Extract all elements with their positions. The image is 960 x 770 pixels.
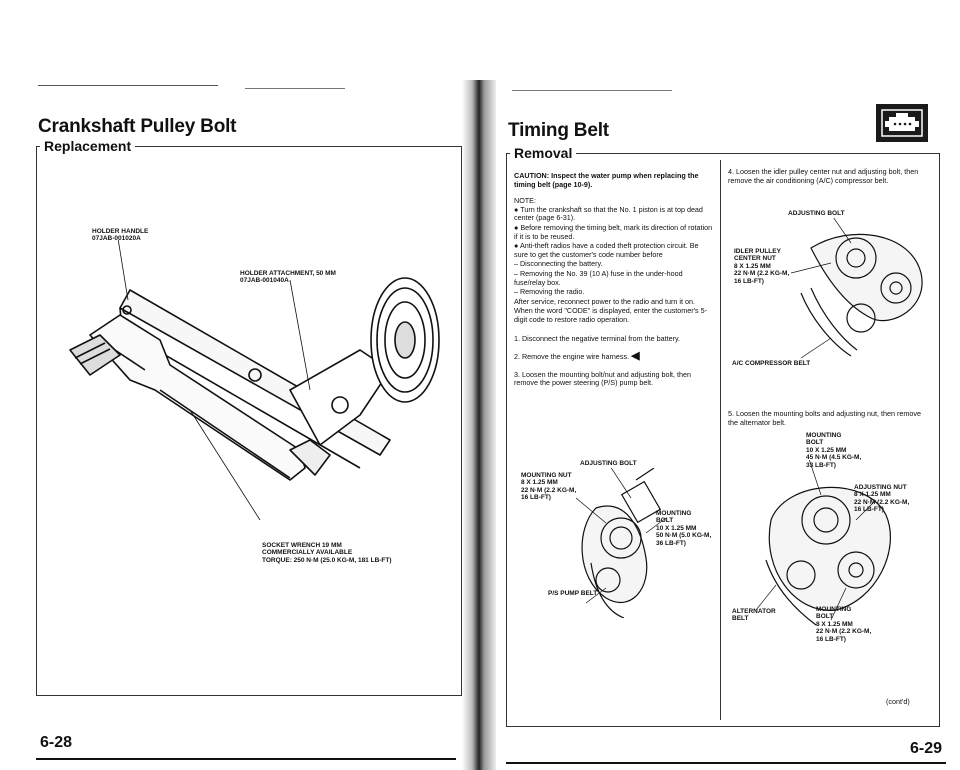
book-spine	[462, 80, 496, 770]
scan-line	[38, 85, 218, 86]
page-rule	[36, 758, 456, 760]
page-number: 6-28	[40, 734, 73, 751]
ac-compressor-belt-label: A/C COMPRESSOR BELT	[732, 360, 811, 367]
page-rule	[506, 762, 946, 764]
note-item: When the word "CODE" is displayed, enter…	[514, 306, 708, 324]
section-heading: Removal	[510, 145, 577, 161]
section-frame	[506, 153, 940, 727]
engine-badge	[876, 104, 928, 142]
mounting-nut-label: MOUNTING NUT 8 x 1.25 mm 22 N·m (2.2 kg-…	[521, 472, 577, 502]
mounting-bolt-label: MOUNTING BOLT 10 x 1.25 mm 50 N·m (5.0 k…	[656, 510, 712, 547]
adjusting-nut-label: ADJUSTING NUT 8 x 1.25 mm 22 N·m (2.2 kg…	[854, 484, 910, 514]
section-frame	[36, 146, 462, 696]
step-5-text: 5. Loosen the mounting bolts and adjusti…	[728, 409, 921, 427]
note-item: – Removing the No. 39 (10 A) fuse in the…	[514, 268, 683, 287]
page-title: Timing Belt	[508, 120, 609, 141]
step-text: 2. Remove the engine wire harness.	[514, 352, 630, 362]
note-item: ● Before removing the timing belt, mark …	[514, 222, 713, 241]
step-item: 2. Remove the engine wire harness. ◀	[514, 350, 714, 363]
ps-pump-belt-illustration	[575, 468, 667, 618]
column-divider	[720, 160, 721, 720]
note-heading: NOTE:	[514, 196, 536, 206]
ps-pump-belt-label: P/S PUMP BELT	[548, 590, 598, 597]
steps-list: 1. Disconnect the negative terminal from…	[514, 333, 714, 388]
holder-attachment-label: HOLDER ATTACHMENT, 50 mm 07JAB-001040A	[240, 270, 336, 285]
note-item: – Disconnecting the battery.	[514, 259, 603, 269]
step-item: 1. Disconnect the negative terminal from…	[514, 333, 681, 343]
note-item: – Removing the radio.	[514, 287, 585, 297]
mounting-bolt-bottom-label: MOUNTING BOLT 8 x 1.25 mm 22 N·m (2.2 kg…	[816, 606, 872, 643]
scan-line	[245, 88, 345, 89]
note-item: ● Anti-theft radios have a coded theft p…	[514, 241, 699, 259]
ac-belt-illustration	[791, 218, 923, 358]
section-heading: Replacement	[40, 138, 136, 154]
right-page: Timing Belt Removal CAUTION: Inspect the…	[496, 0, 960, 770]
step-4-text: 4. Loosen the idler pulley center nut an…	[728, 167, 919, 185]
page-title: Crankshaft Pulley Bolt	[38, 116, 237, 137]
holder-handle-label: HOLDER HANDLE 07JAB-001020A	[92, 228, 149, 243]
socket-wrench-label: SOCKET WRENCH 19 mm COMMERCIALLY AVAILAB…	[262, 542, 392, 564]
idler-pulley-label: IDLER PULLEY CENTER NUT 8 x 1.25 mm 22 N…	[734, 248, 790, 285]
continued-note: (cont'd)	[886, 697, 910, 706]
page-number: 6-29	[910, 740, 943, 757]
left-column: CAUTION: Inspect the water pump when rep…	[514, 171, 714, 397]
engine-icon	[881, 109, 923, 137]
scan-line	[512, 90, 672, 91]
alternator-belt-illustration	[755, 460, 891, 626]
mounting-bolt-top-label: MOUNTING BOLT 10 x 1.25 mm 45 N·m (4.5 k…	[806, 432, 862, 469]
pulley-holder-illustration	[69, 240, 440, 521]
adjusting-bolt-label: ADJUSTING BOLT	[788, 210, 845, 217]
note-item: After service, reconnect power to the ra…	[514, 296, 695, 306]
alternator-belt-label: ALTERNATOR BELT	[732, 608, 776, 623]
adjusting-bolt-label: ADJUSTING BOLT	[580, 460, 637, 467]
pointer-arrow-icon: ◀	[631, 350, 640, 363]
left-page: Crankshaft Pulley Bolt Replacement	[0, 0, 470, 770]
notes-list: ● Turn the crankshaft so that the No. 1 …	[514, 204, 714, 325]
caution-text: CAUTION: Inspect the water pump when rep…	[514, 171, 699, 189]
note-item: ● Turn the crankshaft so that the No. 1 …	[514, 204, 703, 223]
step-item: 3. Loosen the mounting bolt/nut and adju…	[514, 369, 692, 388]
